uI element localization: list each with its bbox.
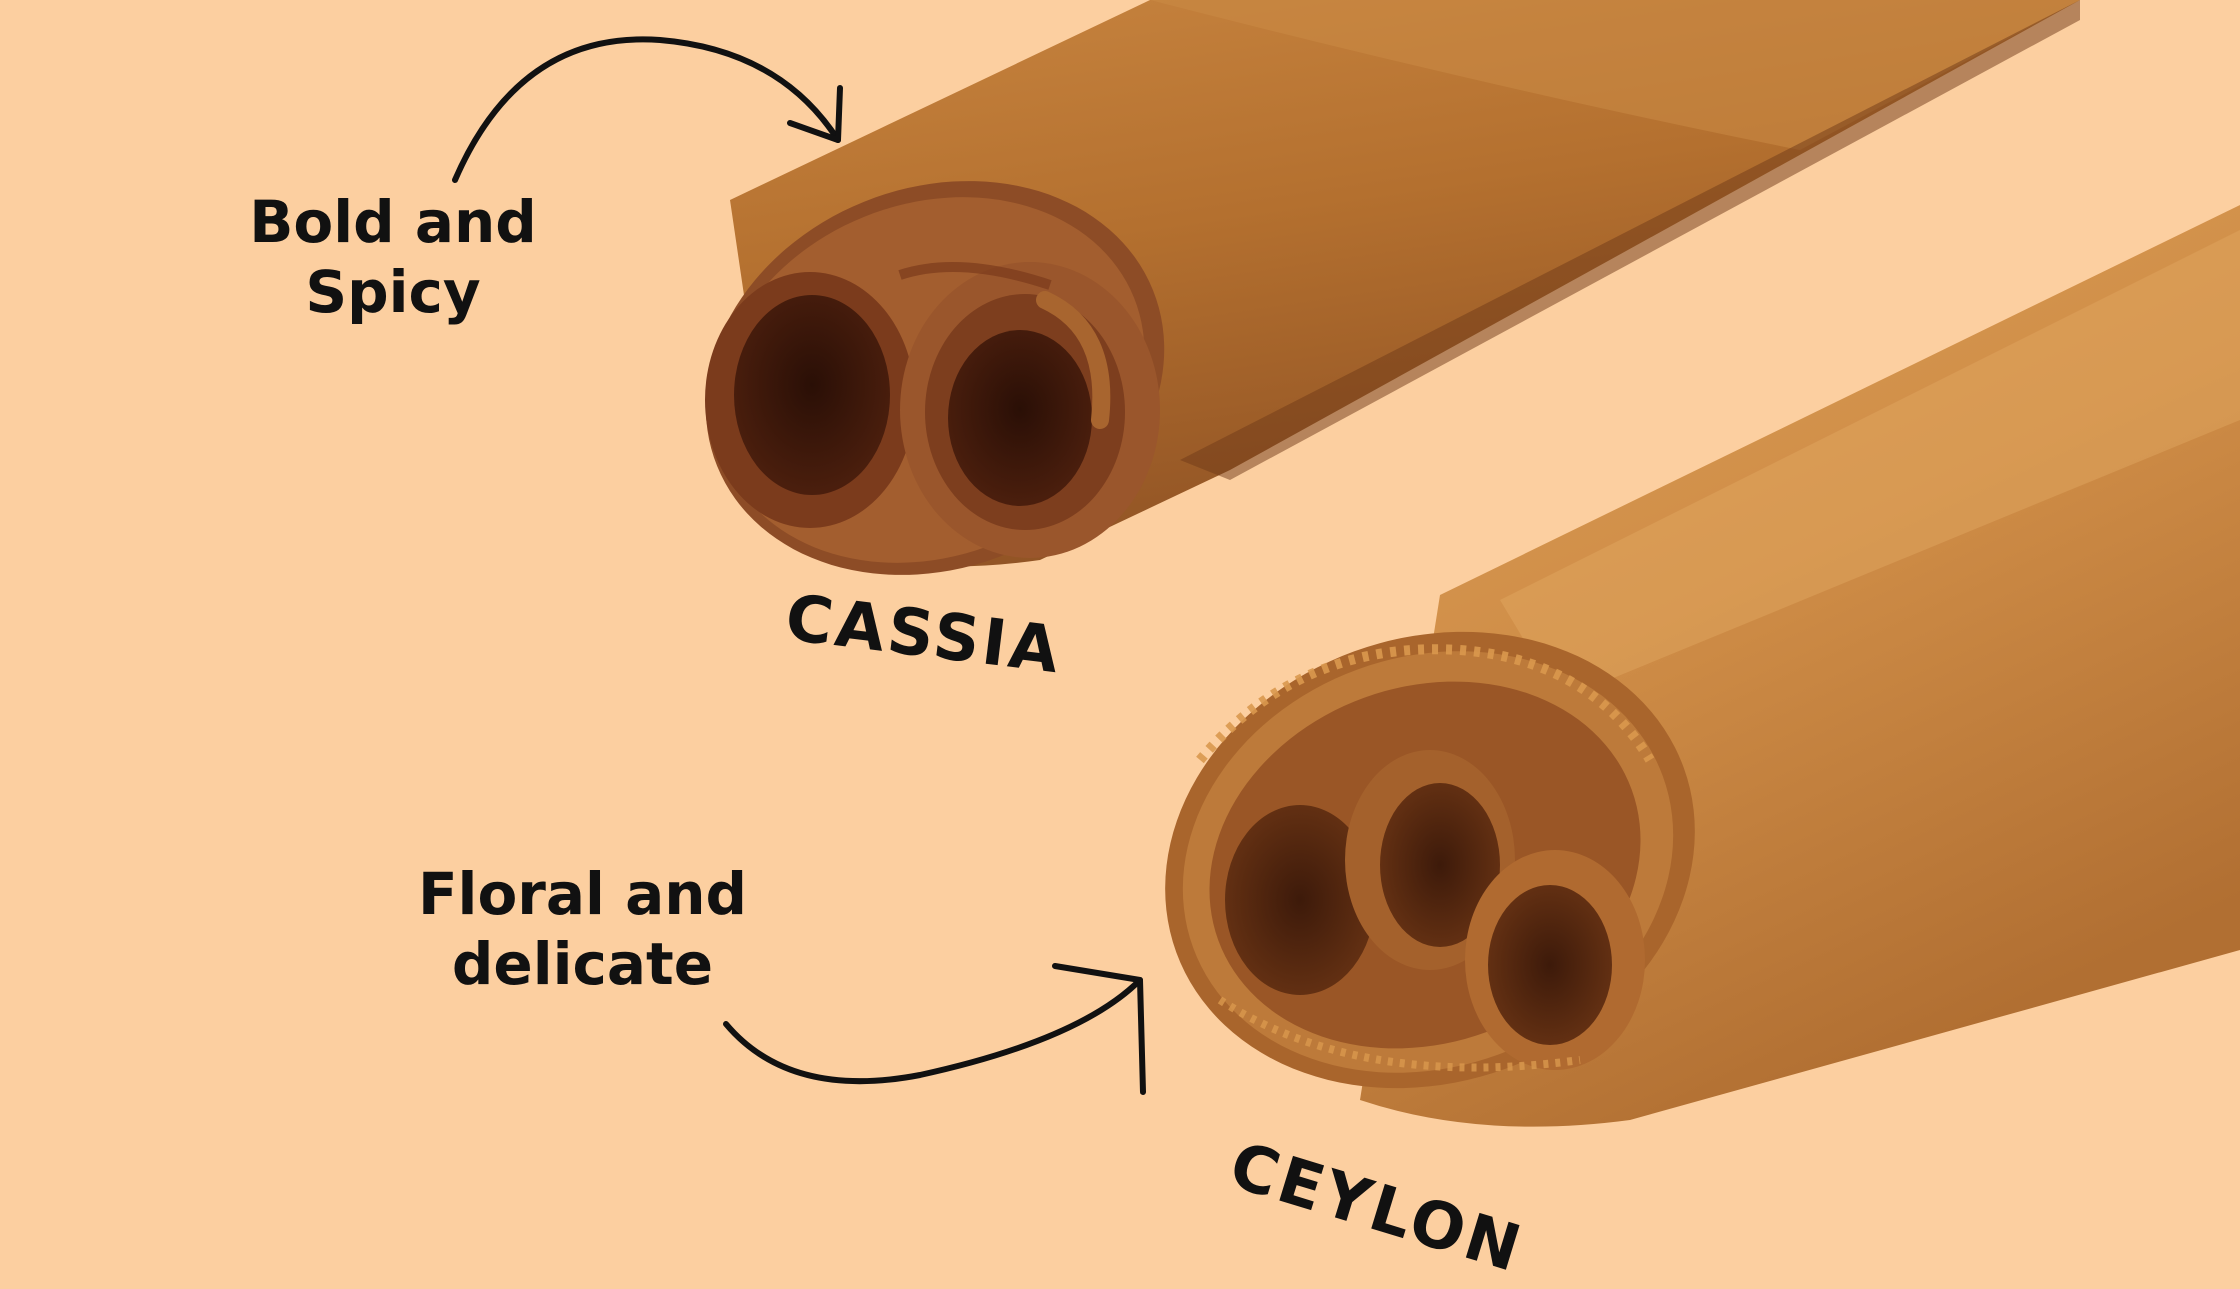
ceylon-description-line: Floral and [417, 860, 748, 928]
ceylon-description-line: delicate [451, 929, 714, 998]
cassia-description-line: Spicy [305, 257, 481, 326]
ceylon-arrow [723, 963, 1146, 1095]
cinnamon-illustration [452, 0, 2240, 1127]
cassia-description: Bold and Spicy [238, 188, 548, 327]
ceylon-description: Floral and delicate [410, 860, 755, 999]
cinnamon-comparison-image: Bold and Spicy Floral and delicate CASSI… [238, 0, 2240, 1288]
cassia-description-line: Bold and [249, 188, 537, 256]
ceylon-stick [1165, 205, 2240, 1127]
cassia-arrow [452, 36, 843, 183]
cassia-stick [705, 0, 2080, 575]
